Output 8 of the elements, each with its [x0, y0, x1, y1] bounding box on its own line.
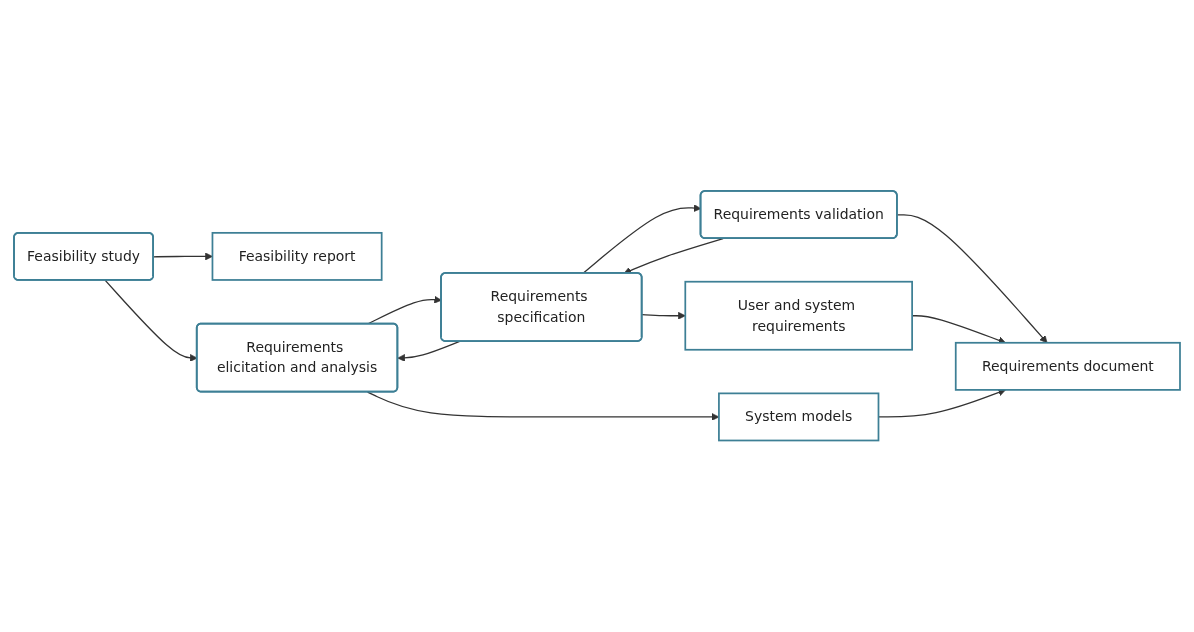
- node-box: System models: [718, 392, 880, 442]
- node-box: User and system requirements: [684, 281, 913, 351]
- arrow: [623, 238, 724, 275]
- arrow: [641, 312, 686, 320]
- arrow: [397, 341, 461, 362]
- arrow: [896, 214, 1048, 344]
- node-box: Requirements document: [954, 342, 1181, 392]
- node-box: Feasibility report: [211, 232, 383, 282]
